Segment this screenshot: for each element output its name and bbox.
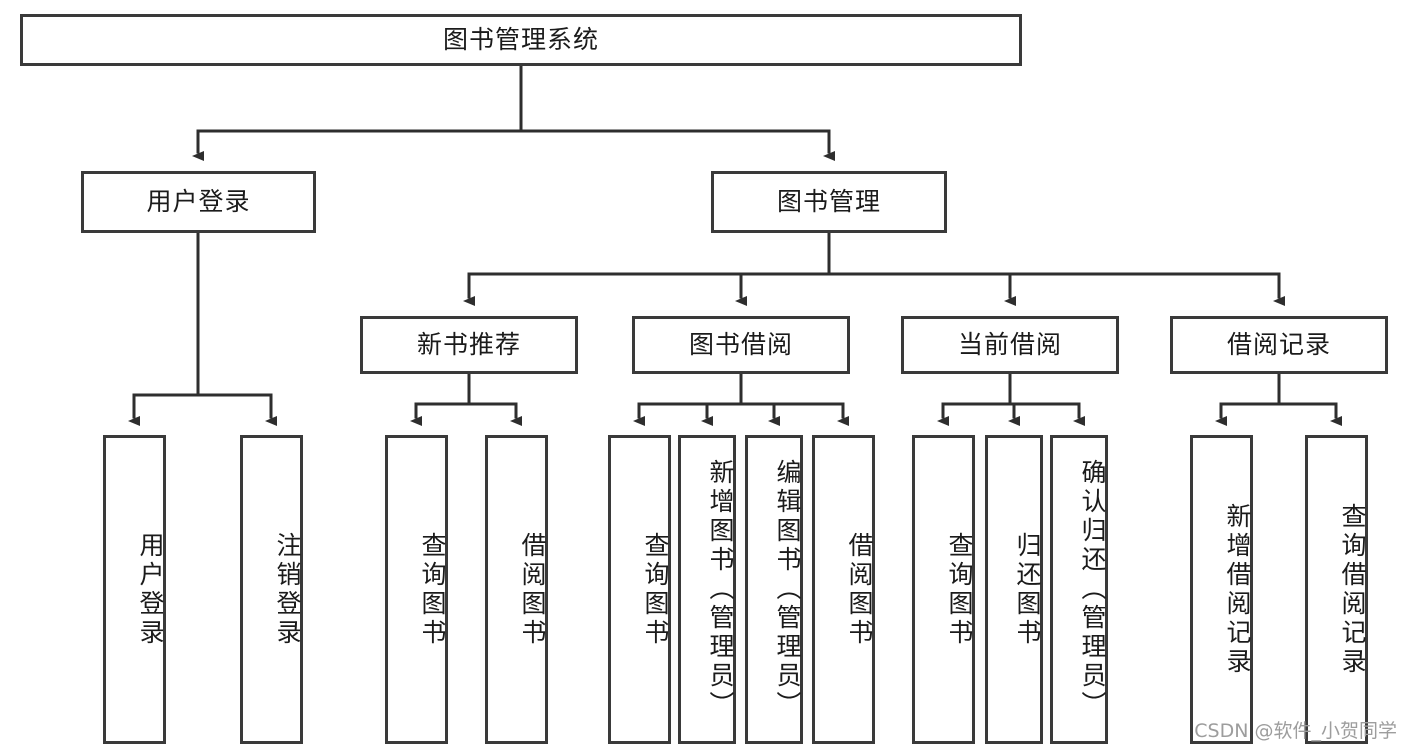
node-book-management[interactable]: 图书管理	[711, 171, 947, 233]
leaf-query-book-current-label: 查询图书	[945, 531, 974, 648]
leaf-return-book-label: 归还图书	[1013, 531, 1042, 648]
leaf-add-borrow-record[interactable]: 新增借阅记录	[1190, 435, 1253, 744]
leaf-query-book-current[interactable]: 查询图书	[912, 435, 975, 744]
node-new-book-recommend-label: 新书推荐	[416, 330, 521, 360]
node-borrow-records-label: 借阅记录	[1226, 330, 1331, 360]
node-current-borrow[interactable]: 当前借阅	[901, 316, 1119, 374]
leaf-confirm-return-admin-label: 确认归还（管理员）	[1078, 459, 1107, 720]
leaf-user-login[interactable]: 用户登录	[103, 435, 166, 744]
leaf-borrow-book-recommend-label: 借阅图书	[518, 531, 547, 648]
node-book-borrow[interactable]: 图书借阅	[632, 316, 850, 374]
node-user-login-label: 用户登录	[146, 187, 251, 217]
leaf-add-borrow-record-label: 新增借阅记录	[1223, 502, 1252, 677]
node-current-borrow-label: 当前借阅	[957, 330, 1062, 360]
node-new-book-recommend[interactable]: 新书推荐	[360, 316, 578, 374]
leaf-logout-label: 注销登录	[273, 531, 302, 648]
leaf-user-login-label: 用户登录	[136, 531, 165, 648]
leaf-borrow-book[interactable]: 借阅图书	[812, 435, 875, 744]
leaf-logout[interactable]: 注销登录	[240, 435, 303, 744]
node-book-borrow-label: 图书借阅	[688, 330, 793, 360]
node-root-label: 图书管理系统	[442, 25, 599, 55]
leaf-edit-book-admin-label: 编辑图书（管理员）	[773, 459, 802, 720]
csdn-watermark: CSDN @软件_小贺同学	[1194, 720, 1397, 742]
leaf-edit-book-admin[interactable]: 编辑图书（管理员）	[745, 435, 803, 744]
leaf-add-book-admin[interactable]: 新增图书（管理员）	[678, 435, 736, 744]
leaf-query-borrow-record[interactable]: 查询借阅记录	[1305, 435, 1368, 744]
leaf-query-book-borrow-label: 查询图书	[641, 531, 670, 648]
node-user-login[interactable]: 用户登录	[81, 171, 316, 233]
leaf-return-book[interactable]: 归还图书	[985, 435, 1043, 744]
leaf-borrow-book-recommend[interactable]: 借阅图书	[485, 435, 548, 744]
leaf-query-book-borrow[interactable]: 查询图书	[608, 435, 671, 744]
leaf-add-book-admin-label: 新增图书（管理员）	[706, 459, 735, 720]
node-borrow-records[interactable]: 借阅记录	[1170, 316, 1388, 374]
leaf-query-book-recommend-label: 查询图书	[418, 531, 447, 648]
leaf-query-book-recommend[interactable]: 查询图书	[385, 435, 448, 744]
leaf-confirm-return-admin[interactable]: 确认归还（管理员）	[1050, 435, 1108, 744]
leaf-query-borrow-record-label: 查询借阅记录	[1338, 502, 1367, 677]
leaf-borrow-book-label: 借阅图书	[845, 531, 874, 648]
node-root[interactable]: 图书管理系统	[20, 14, 1022, 66]
node-book-management-label: 图书管理	[776, 187, 881, 217]
